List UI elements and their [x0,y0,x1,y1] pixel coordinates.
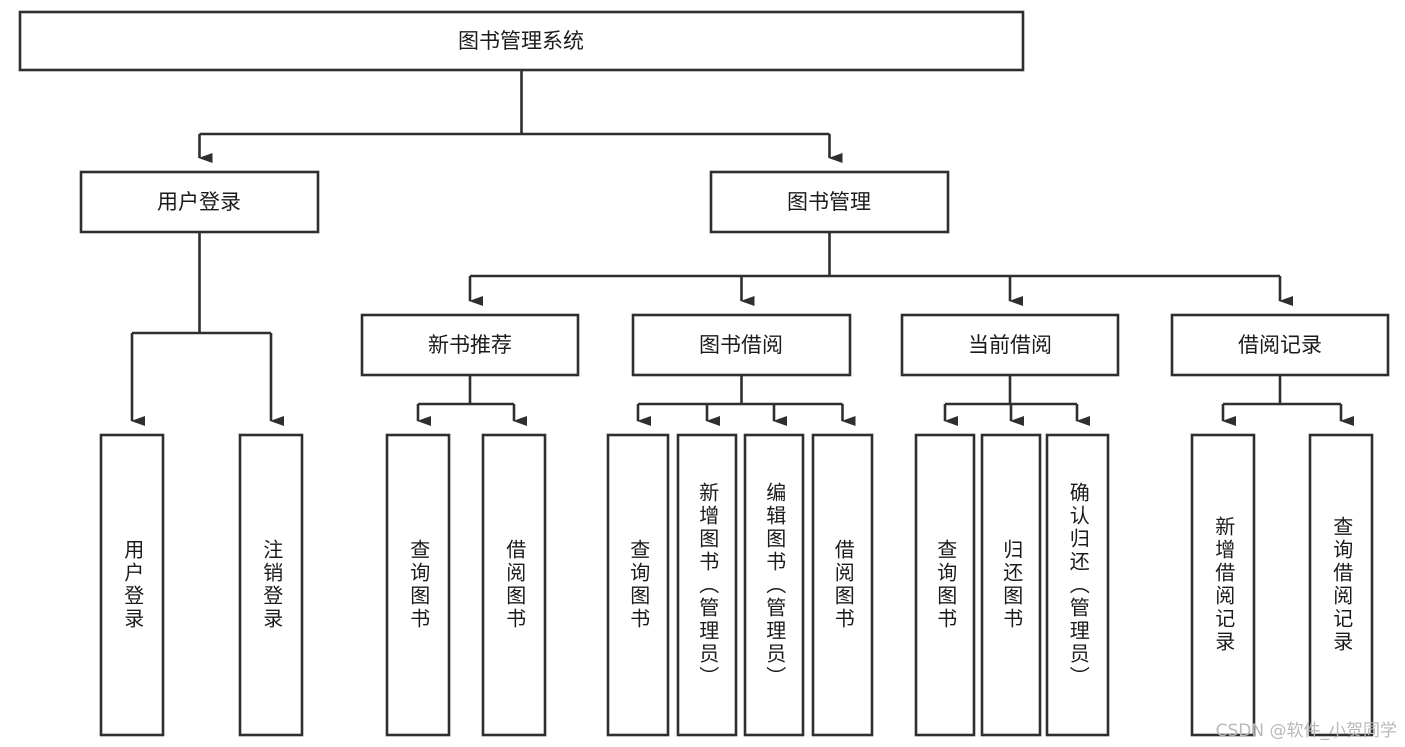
leaf-box-query-book-current[interactable] [914,433,976,737]
node-user-login-box [79,170,320,234]
node-borrow-records-box [1170,313,1390,377]
leaf-box-borrow-book[interactable] [811,433,874,737]
node-current-borrow[interactable]: 当前借阅 [900,313,1120,377]
leaf-box-add-borrow-record[interactable] [1190,433,1256,737]
node-current-borrow-label: 当前借阅 [968,333,1052,357]
leaf-box-add-book-admin[interactable] [676,433,738,737]
leaf-box-borrow-book-new[interactable] [481,433,547,737]
node-book-borrow[interactable]: 图书借阅 [631,313,852,377]
node-root-label: 图书管理系统 [458,29,584,53]
node-new-book-recommend-label: 新书推荐 [428,333,512,357]
node-new-book-recommend-box [360,313,580,377]
leaf-box-layer [99,433,1374,737]
node-user-login-label: 用户登录 [157,190,241,214]
leaf-box-query-book-borrow[interactable] [606,433,670,737]
node-root-box [18,10,1025,72]
node-new-book-recommend[interactable]: 新书推荐 [360,313,580,377]
node-book-management-label: 图书管理 [787,190,871,214]
leaf-box-return-book[interactable] [980,433,1042,737]
node-book-management[interactable]: 图书管理 [709,170,950,234]
leaf-box-query-book-new[interactable] [385,433,451,737]
leaf-box-user-login[interactable] [99,433,165,737]
leaf-box-edit-book-admin[interactable] [743,433,805,737]
csdn-watermark: CSDN @软件_小贺同学 [1215,721,1397,741]
node-book-borrow-label: 图书借阅 [699,333,783,357]
node-borrow-records[interactable]: 借阅记录 [1170,313,1390,377]
connector-layer [130,70,1354,426]
node-book-management-box [709,170,950,234]
node-current-borrow-box [900,313,1120,377]
node-book-borrow-box [631,313,852,377]
leaf-box-query-borrow-record[interactable] [1308,433,1374,737]
node-user-login[interactable]: 用户登录 [79,170,320,234]
node-borrow-records-label: 借阅记录 [1238,333,1322,357]
leaf-box-logout[interactable] [238,433,304,737]
leaf-box-confirm-return-admin[interactable] [1045,433,1110,737]
node-root-system[interactable]: 图书管理系统 [18,10,1025,72]
